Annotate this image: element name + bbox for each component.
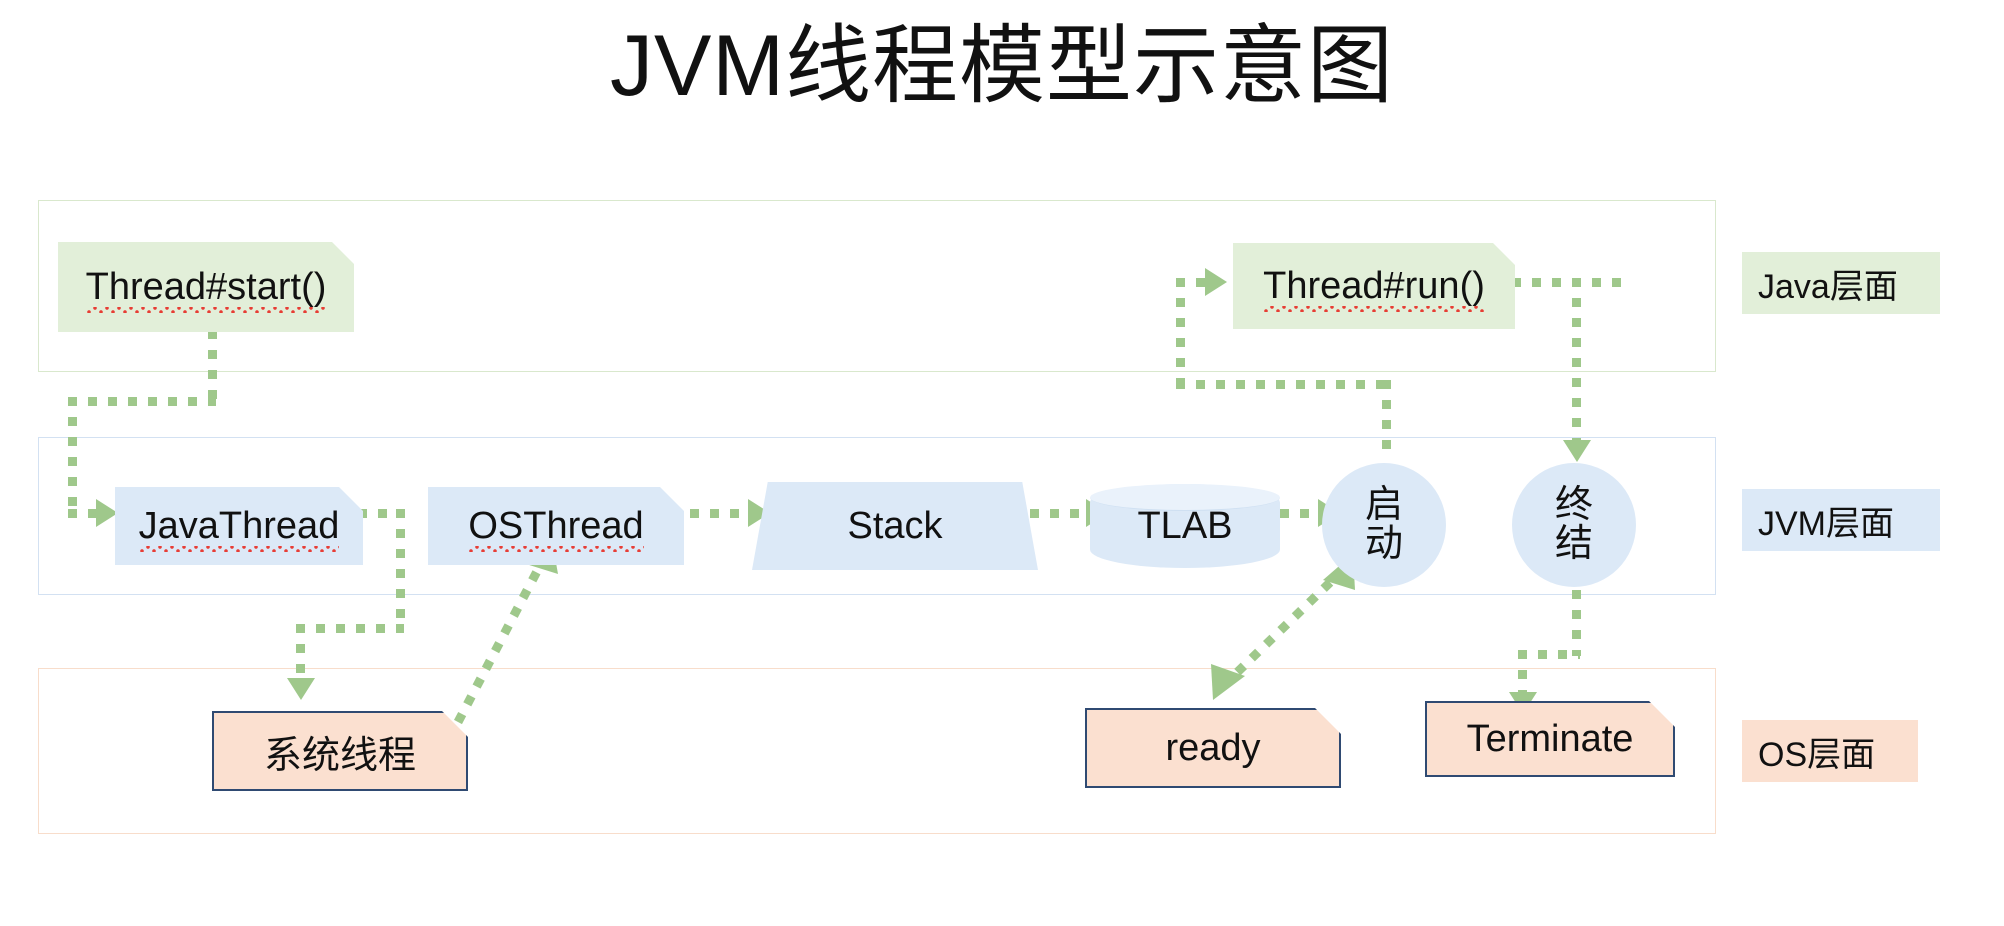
- edge-zhongjie-to-terminate-seg1: [1572, 570, 1581, 656]
- edge-run-to-zhongjie-arrowhead: [1563, 440, 1591, 462]
- edge-qidong-to-run-seg4: [1176, 278, 1210, 287]
- node-zhongjie-label: 终结: [1554, 484, 1593, 565]
- legend-jvm-layer: JVM层面: [1742, 489, 1940, 551]
- node-tlab-label: TLAB: [1137, 504, 1233, 547]
- node-thread-start[interactable]: Thread#start(): [58, 242, 354, 332]
- edge-osthread-to-stack-seg1: [690, 509, 754, 518]
- legend-java-label: Java层面: [1758, 267, 1898, 306]
- node-ready[interactable]: ready: [1085, 708, 1341, 788]
- edge-zhongjie-to-terminate-seg3: [1518, 650, 1527, 698]
- node-qidong-label: 启动: [1364, 484, 1403, 565]
- node-thread-start-label: Thread#start(): [85, 265, 327, 308]
- legend-os-layer: OS层面: [1742, 720, 1918, 782]
- edge-tlab-to-qidong-seg1: [1280, 509, 1324, 518]
- edge-start-to-javathread-seg4: [68, 509, 104, 518]
- edge-zhongjie-to-terminate-seg2: [1518, 650, 1580, 659]
- page-title: JVM线程模型示意图: [610, 18, 1394, 114]
- node-zhongjie[interactable]: 终结: [1512, 463, 1636, 587]
- edge-javathread-to-systhread-seg1: [358, 509, 404, 518]
- edge-start-to-javathread-seg1: [208, 330, 217, 402]
- node-system-thread-label: 系统线程: [263, 734, 416, 777]
- edge-javathread-to-systhread-seg3: [296, 624, 404, 633]
- edge-javathread-to-systhread-seg2: [396, 509, 405, 625]
- node-tlab[interactable]: TLAB: [1090, 484, 1280, 568]
- edge-start-to-javathread-seg3: [68, 397, 77, 515]
- node-os-thread-label: OSThread: [468, 504, 644, 547]
- legend-java-layer: Java层面: [1742, 252, 1940, 314]
- node-ready-label: ready: [1165, 726, 1261, 769]
- edge-qidong-to-run-seg2: [1176, 380, 1390, 389]
- edge-qidong-to-run-seg1: [1382, 380, 1391, 452]
- edge-qidong-to-run-seg3: [1176, 278, 1185, 386]
- node-java-thread-label: JavaThread: [138, 504, 340, 547]
- edge-start-to-javathread-arrowhead: [96, 499, 118, 527]
- edge-stack-to-tlab-seg1: [1030, 509, 1092, 518]
- edge-qidong-to-run-arrowhead: [1205, 268, 1227, 296]
- node-os-thread[interactable]: OSThread: [428, 487, 684, 565]
- edge-javathread-to-systhread-seg4: [296, 624, 305, 684]
- node-stack[interactable]: Stack: [752, 482, 1038, 570]
- edge-run-to-zhongjie-seg1: [1512, 278, 1622, 287]
- edge-run-to-zhongjie-seg2: [1572, 278, 1581, 446]
- node-stack-label: Stack: [847, 504, 943, 547]
- node-system-thread[interactable]: 系统线程: [212, 711, 468, 791]
- node-terminate[interactable]: Terminate: [1425, 701, 1675, 777]
- legend-jvm-label: JVM层面: [1758, 504, 1894, 543]
- node-java-thread[interactable]: JavaThread: [115, 487, 363, 565]
- node-thread-run-label: Thread#run(): [1263, 264, 1485, 307]
- node-terminate-label: Terminate: [1466, 717, 1634, 760]
- edge-start-to-javathread-seg2: [68, 397, 216, 406]
- node-qidong[interactable]: 启动: [1322, 463, 1446, 587]
- node-thread-run[interactable]: Thread#run(): [1233, 243, 1515, 329]
- legend-os-label: OS层面: [1758, 735, 1876, 774]
- edge-javathread-to-systhread-arrowhead: [287, 678, 315, 700]
